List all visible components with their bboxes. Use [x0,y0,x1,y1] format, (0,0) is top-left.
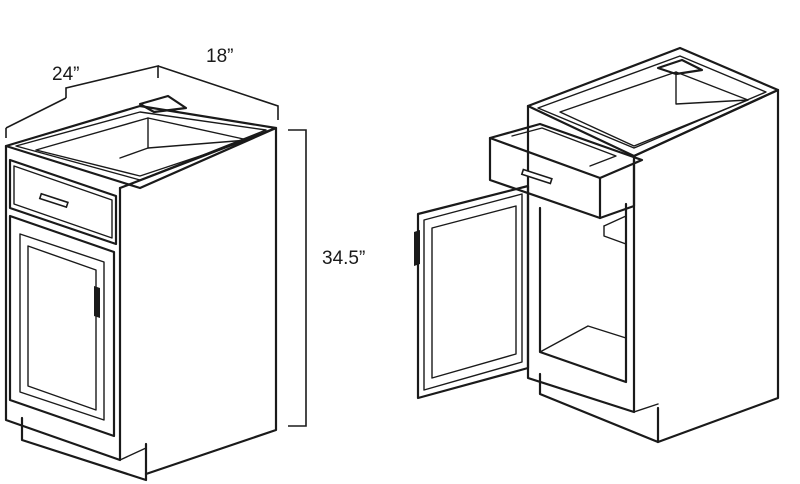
cabinet-door [8,214,116,438]
height-label: 34.5” [322,248,365,269]
open-corner-brace [656,58,704,76]
width-label: 18” [206,46,233,67]
closed-cabinet [4,94,278,482]
width-dimension: 18” [157,46,279,120]
cabinet-side-panel [118,126,278,476]
drawer-front [8,158,118,246]
depth-dimension: 24” [5,64,159,138]
open-door [414,184,530,400]
open-toe-kick [538,372,660,444]
cabinet-front-frame [4,144,122,462]
toe-kick [20,416,148,482]
open-drawer-pull [520,168,553,185]
open-drawer [488,122,644,220]
open-cabinet [414,46,780,444]
door-handle [94,286,100,318]
drawer-pull [38,192,69,209]
open-door-handle [414,230,420,266]
height-dimension: 34.5” [288,129,365,427]
open-cabinet-side-panel [632,88,780,444]
depth-label: 24” [52,64,79,85]
corner-brace [138,94,188,114]
